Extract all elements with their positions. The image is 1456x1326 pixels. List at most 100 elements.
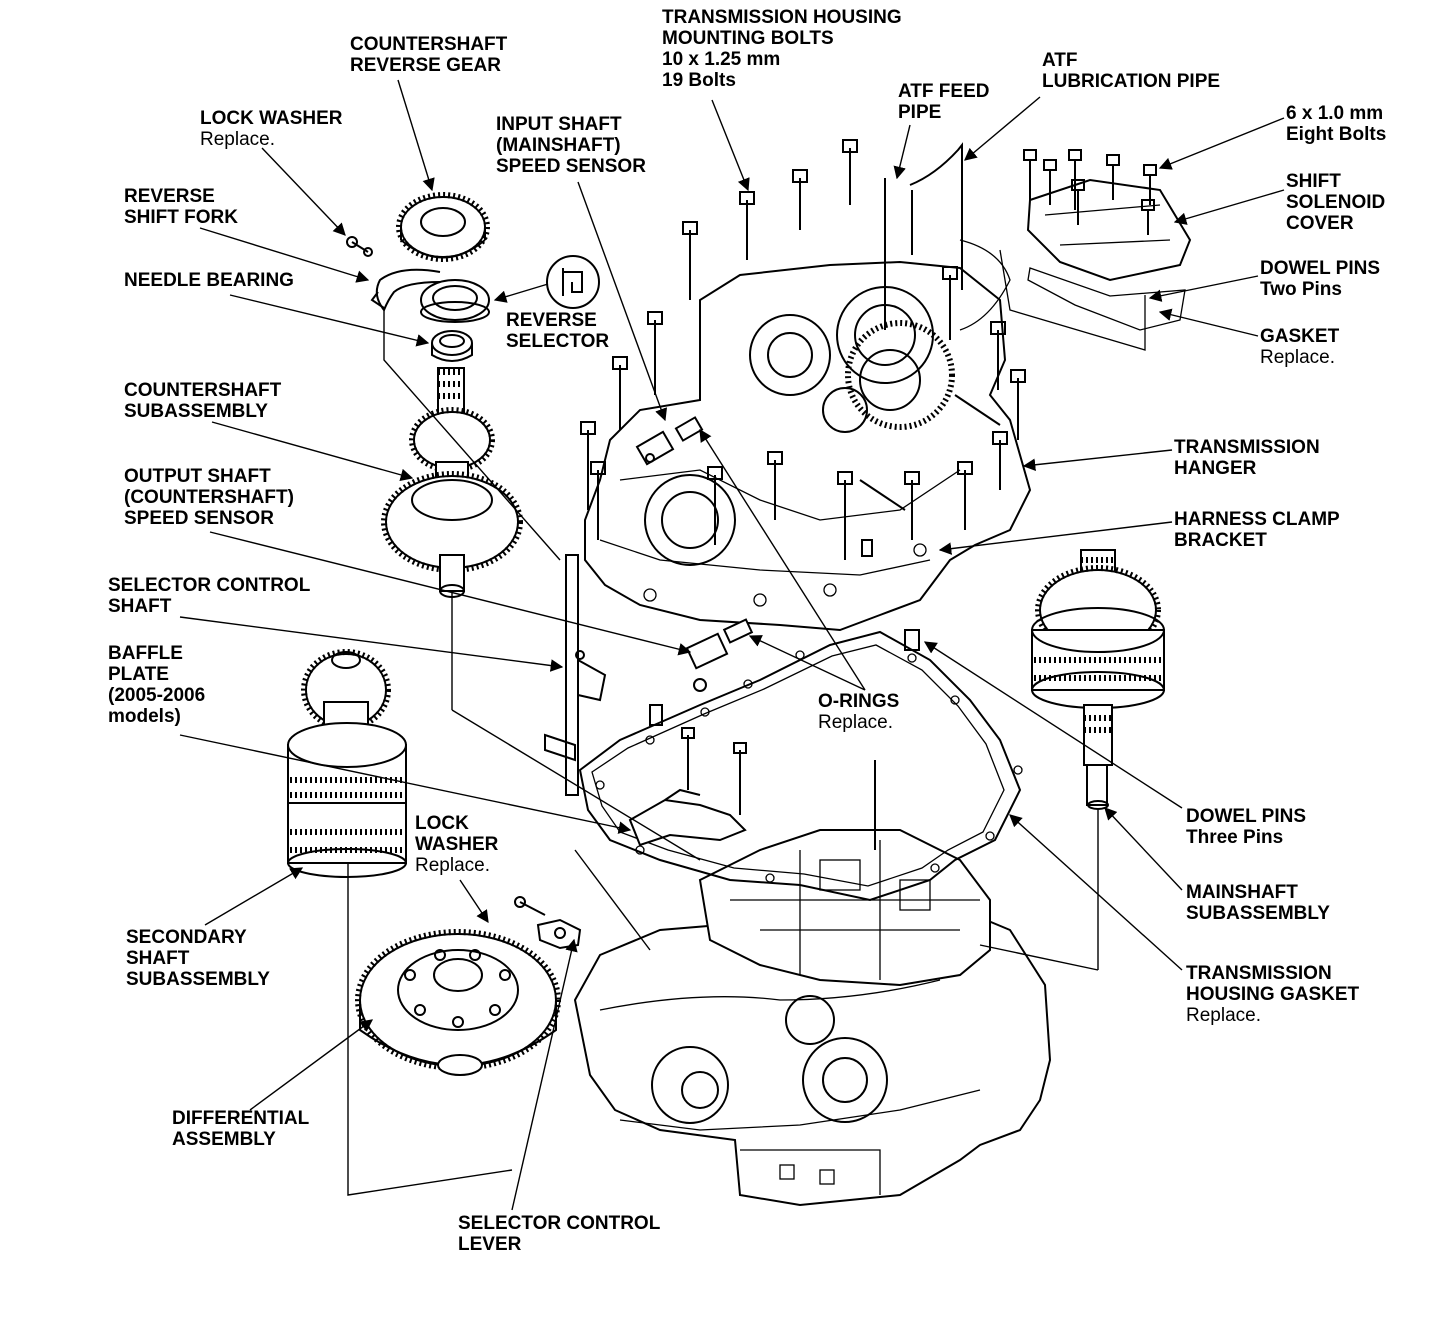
label-line: COUNTERSHAFT	[350, 34, 508, 55]
label-line: BRACKET	[1174, 530, 1267, 551]
differential-assembly	[355, 929, 561, 1076]
label-line: SELECTOR CONTROL	[458, 1213, 661, 1234]
label-line: Eight Bolts	[1286, 124, 1387, 145]
label-line: (2005-2006	[108, 685, 206, 706]
label-secondary-shaft-subassembly: SECONDARY SHAFT SUBASSEMBLY	[126, 927, 270, 990]
label-atf-lubrication-pipe: ATF LUBRICATION PIPE	[1042, 50, 1220, 92]
label-line: PIPE	[898, 102, 942, 123]
label-line: SELECTOR	[506, 331, 610, 352]
label-note: Replace.	[1186, 1005, 1261, 1026]
housing-mounting-bolts	[580, 139, 1026, 560]
label-line: LOCK	[415, 813, 469, 834]
output-shaft-speed-sensor	[685, 618, 754, 692]
label-line: REVERSE	[124, 186, 215, 207]
label-line: 10 x 1.25 mm	[662, 49, 781, 70]
label-needle-bearing: NEEDLE BEARING	[124, 270, 294, 291]
label-line: REVERSE	[506, 310, 597, 331]
label-selector-control-shaft: SELECTOR CONTROL SHAFT	[108, 575, 310, 617]
label-baffle-plate: BAFFLE PLATE (2005-2006 models)	[108, 643, 205, 727]
label-line: SELECTOR CONTROL	[108, 575, 311, 596]
label-transmission-hanger: TRANSMISSION HANGER	[1174, 437, 1320, 479]
label-line: ATF	[1042, 50, 1078, 71]
reverse-selector-part	[420, 279, 490, 323]
lock-washer-bottom	[514, 896, 546, 916]
label-line: LUBRICATION PIPE	[1042, 71, 1221, 92]
label-line: HARNESS CLAMP	[1174, 509, 1340, 530]
label-line: DIFFERENTIAL	[172, 1108, 310, 1129]
label-line: SUBASSEMBLY	[124, 401, 268, 422]
label-line: COUNTERSHAFT	[124, 380, 282, 401]
label-line: LEVER	[458, 1234, 522, 1255]
label-note: Replace.	[415, 855, 490, 876]
label-line: SHAFT	[108, 596, 172, 617]
label-lock-washer-bottom: LOCK WASHER Replace.	[415, 813, 498, 876]
label-line: NEEDLE BEARING	[124, 270, 294, 291]
label-line: COVER	[1286, 213, 1354, 234]
label-dowel-pins-three: DOWEL PINS Three Pins	[1186, 806, 1306, 848]
countershaft-subassembly	[381, 367, 523, 598]
label-line: MOUNTING BOLTS	[662, 28, 834, 49]
label-mainshaft-subassembly: MAINSHAFT SUBASSEMBLY	[1186, 882, 1330, 924]
label-line: LOCK WASHER	[200, 108, 343, 129]
label-line: TRANSMISSION	[1186, 963, 1332, 984]
label-harness-clamp-bracket: HARNESS CLAMP BRACKET	[1174, 509, 1340, 551]
label-output-shaft-sensor: OUTPUT SHAFT (COUNTERSHAFT) SPEED SENSOR	[124, 466, 294, 529]
label-solenoid-bolts: 6 x 1.0 mm Eight Bolts	[1286, 103, 1386, 145]
label-line: HANGER	[1174, 458, 1257, 479]
label-line: OUTPUT SHAFT	[124, 466, 271, 487]
label-line: WASHER	[415, 834, 499, 855]
label-line: SPEED SENSOR	[124, 508, 274, 529]
label-line: ASSEMBLY	[172, 1129, 276, 1150]
label-line: SHIFT FORK	[124, 207, 238, 228]
shift-solenoid-cover	[959, 149, 1192, 351]
label-line: ATF FEED	[898, 81, 990, 102]
label-line: Three Pins	[1186, 827, 1284, 848]
baffle-plate	[628, 788, 747, 847]
label-input-shaft-sensor: INPUT SHAFT (MAINSHAFT) SPEED SENSOR	[496, 114, 646, 177]
label-line: SHAFT	[126, 948, 190, 969]
label-line: REVERSE GEAR	[350, 55, 501, 76]
label-o-rings: O-RINGS Replace.	[818, 691, 899, 733]
label-line: (COUNTERSHAFT)	[124, 487, 294, 508]
label-housing-gasket: TRANSMISSION HOUSING GASKET Replace.	[1186, 963, 1359, 1026]
label-line: 19 Bolts	[662, 70, 736, 91]
label-atf-feed-pipe: ATF FEED PIPE	[898, 81, 989, 123]
label-countershaft-subassembly: COUNTERSHAFT SUBASSEMBLY	[124, 380, 281, 422]
needle-bearing	[431, 330, 473, 362]
label-line: models)	[108, 706, 181, 727]
label-reverse-shift-fork: REVERSE SHIFT FORK	[124, 186, 238, 228]
transmission-case	[573, 727, 1052, 1207]
dowel-pins-three	[649, 539, 920, 726]
label-shift-solenoid-cover: SHIFT SOLENOID COVER	[1286, 171, 1385, 234]
label-note: Replace.	[818, 712, 893, 733]
label-line: (MAINSHAFT)	[496, 135, 621, 156]
label-line: SHIFT	[1286, 171, 1341, 192]
atf-pipes	[884, 142, 963, 330]
countershaft-reverse-gear	[396, 192, 490, 262]
lock-washer-top	[346, 236, 373, 257]
label-differential-assembly: DIFFERENTIAL ASSEMBLY	[172, 1108, 309, 1150]
reverse-selector-inset	[546, 255, 600, 309]
label-line: INPUT SHAFT	[496, 114, 622, 135]
label-line: GASKET	[1260, 326, 1340, 347]
label-line: BAFFLE	[108, 643, 183, 664]
label-housing-bolts: TRANSMISSION HOUSING MOUNTING BOLTS 10 x…	[662, 7, 902, 91]
label-line: SOLENOID	[1286, 192, 1386, 213]
mainshaft-subassembly	[1031, 549, 1165, 810]
label-lock-washer-top: LOCK WASHER Replace.	[200, 108, 343, 150]
input-shaft-speed-sensor	[635, 416, 704, 466]
label-line: Two Pins	[1260, 279, 1342, 300]
label-line: SECONDARY	[126, 927, 247, 948]
selector-control-shaft	[544, 554, 607, 796]
label-line: SUBASSEMBLY	[126, 969, 270, 990]
label-reverse-selector: REVERSE SELECTOR	[506, 310, 609, 352]
label-line: SPEED SENSOR	[496, 156, 646, 177]
label-countershaft-reverse-gear: COUNTERSHAFT REVERSE GEAR	[350, 34, 507, 76]
label-line: MAINSHAFT	[1186, 882, 1298, 903]
label-selector-control-lever: SELECTOR CONTROL LEVER	[458, 1213, 660, 1255]
leader-lines	[179, 79, 1285, 1211]
label-note: Replace.	[200, 129, 275, 150]
label-line: DOWEL PINS	[1260, 258, 1380, 279]
